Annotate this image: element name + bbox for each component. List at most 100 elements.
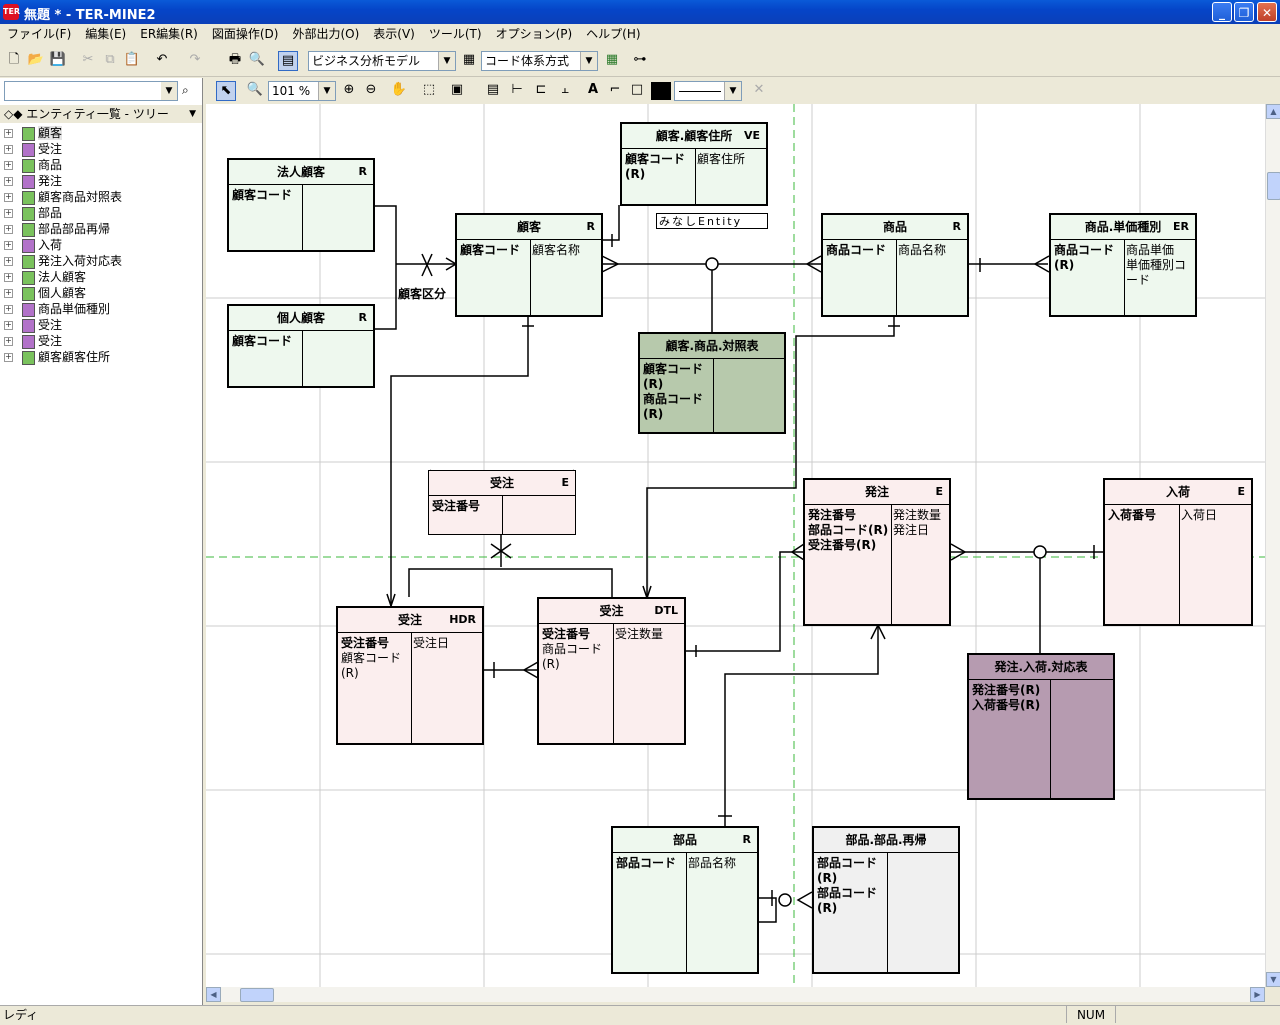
menu-options[interactable]: オプション(P) (495, 27, 573, 41)
tree-item[interactable]: +個人顧客 (0, 285, 200, 301)
scroll-left-icon[interactable]: ◀ (206, 987, 221, 1002)
tree-item[interactable]: +部品部品再帰 (0, 221, 200, 237)
rectangle-icon[interactable]: □ (630, 82, 644, 97)
line-icon[interactable]: ⌐ (609, 82, 621, 97)
expand-icon[interactable]: + (4, 336, 13, 346)
open-folder-icon[interactable]: 📂 (27, 52, 45, 67)
text-icon[interactable]: A (587, 82, 599, 97)
menu-diagram[interactable]: 図面操作(D) (211, 27, 279, 41)
paste-icon[interactable]: 📋 (123, 52, 141, 67)
model-select[interactable]: ビジネス分析モデル▼ (308, 51, 456, 71)
save-icon[interactable]: 💾 (49, 52, 67, 67)
scroll-down-icon[interactable]: ▼ (1266, 972, 1280, 987)
expand-icon[interactable]: + (4, 144, 13, 154)
new-file-icon[interactable]: 🗋 (8, 52, 20, 67)
binoculars-icon[interactable]: ⊶ (633, 52, 647, 67)
connector-icon[interactable]: ⫠ (561, 82, 569, 97)
tree-item[interactable]: +法人顧客 (0, 269, 200, 285)
expand-icon[interactable]: + (4, 176, 13, 186)
chevron-down-icon[interactable]: ▼ (189, 109, 196, 119)
tree-item[interactable]: +顧客 (0, 125, 200, 141)
expand-icon[interactable]: + (4, 288, 13, 298)
code-system-select[interactable]: コード体系方式▼ (481, 51, 598, 71)
pointer-icon[interactable]: ⬉ (216, 81, 236, 101)
maximize-button[interactable]: ❐ (1234, 2, 1254, 22)
menu-export[interactable]: 外部出力(O) (292, 27, 360, 41)
tree-item[interactable]: +顧客商品対照表 (0, 189, 200, 205)
expand-icon[interactable]: + (4, 192, 13, 202)
redo-icon[interactable]: ↷ (189, 52, 201, 67)
tree-item[interactable]: +顧客顧客住所 (0, 349, 200, 365)
tree-item[interactable]: +入荷 (0, 237, 200, 253)
expand-icon[interactable]: + (4, 240, 13, 250)
relation-icon[interactable]: ⊢ (511, 82, 523, 97)
layout-toggle-icon[interactable]: ▤ (278, 51, 298, 71)
zoom-icon[interactable]: 🔍 (246, 82, 264, 97)
vertical-scrollbar[interactable]: ▲ ▼ (1265, 104, 1280, 987)
hand-icon[interactable]: ✋ (390, 82, 408, 97)
scroll-right-icon[interactable]: ▶ (1250, 987, 1265, 1002)
delete-icon[interactable]: ✕ (753, 82, 765, 97)
tree-item[interactable]: +商品 (0, 157, 200, 173)
horizontal-scrollbar[interactable]: ◀ ▶ (206, 987, 1265, 1002)
print-icon[interactable]: 🖶 (228, 52, 242, 67)
undo-icon[interactable]: ↶ (156, 52, 168, 67)
menu-edit[interactable]: 編集(E) (85, 27, 127, 41)
spreadsheet-icon[interactable]: ▦ (605, 52, 619, 67)
tree-item[interactable]: +受注 (0, 141, 200, 157)
minimize-button[interactable]: _ (1212, 2, 1232, 22)
menu-er-edit[interactable]: ER編集(R) (140, 27, 198, 41)
tree-item[interactable]: +商品単価種別 (0, 301, 200, 317)
expand-icon[interactable]: + (4, 320, 13, 330)
scroll-up-icon[interactable]: ▲ (1266, 104, 1280, 119)
find-icon[interactable]: ⌕ (182, 83, 189, 97)
expand-icon[interactable]: + (4, 208, 13, 218)
entity-search-combo[interactable]: ▼ (4, 81, 178, 101)
expand-icon[interactable]: + (4, 160, 13, 170)
tree-item[interactable]: +受注 (0, 317, 200, 333)
entity-buhin-saiki[interactable]: 部品.部品.再帰 部品コード (R) 部品コード (R) (812, 826, 960, 974)
print-preview-icon[interactable]: 🔍 (248, 52, 266, 67)
vertical-scroll-thumb[interactable] (1267, 172, 1280, 200)
subtype-icon[interactable]: ⊏ (535, 82, 547, 97)
zoom-out-icon[interactable]: ⊖ (365, 82, 377, 97)
nav-arrows-icon[interactable]: ◇◆ (4, 107, 23, 121)
close-button[interactable]: ✕ (1257, 2, 1277, 22)
entity-kokyaku-shohin-taishohyo[interactable]: 顧客.商品.対照表 顧客コード (R) 商品コード (R) (638, 332, 786, 434)
expand-icon[interactable]: + (4, 352, 13, 362)
expand-icon[interactable]: + (4, 304, 13, 314)
menu-view[interactable]: 表示(V) (373, 27, 415, 41)
table-icon[interactable]: ▦ (462, 52, 476, 67)
expand-icon[interactable]: + (4, 128, 13, 138)
tree-item[interactable]: +発注 (0, 173, 200, 189)
frame-icon[interactable]: ⬚ (422, 82, 436, 97)
expand-icon[interactable]: + (4, 272, 13, 282)
menu-tools[interactable]: ツール(T) (428, 27, 482, 41)
entity-hatchu-nyuka-taiohyo[interactable]: 発注.入荷.対応表 発注番号(R) 入荷番号(R) (967, 653, 1115, 800)
menu-help[interactable]: ヘルプ(H) (586, 27, 641, 41)
expand-icon[interactable]: + (4, 224, 13, 234)
line-style-select[interactable]: ▼ (674, 81, 742, 101)
zoom-select[interactable]: 101 %▼ (268, 81, 336, 101)
zoom-in-icon[interactable]: ⊕ (343, 82, 355, 97)
menu-file[interactable]: ファイル(F) (7, 27, 72, 41)
copy-icon[interactable]: ⧉ (105, 52, 115, 67)
minashi-entity-label[interactable]: みなしEntity (656, 213, 768, 229)
expand-icon[interactable]: + (4, 256, 13, 266)
add-entity-icon[interactable]: ▤ (486, 82, 500, 97)
tree-item[interactable]: +発注入荷対応表 (0, 253, 200, 269)
horizontal-scroll-thumb[interactable] (240, 988, 274, 1002)
